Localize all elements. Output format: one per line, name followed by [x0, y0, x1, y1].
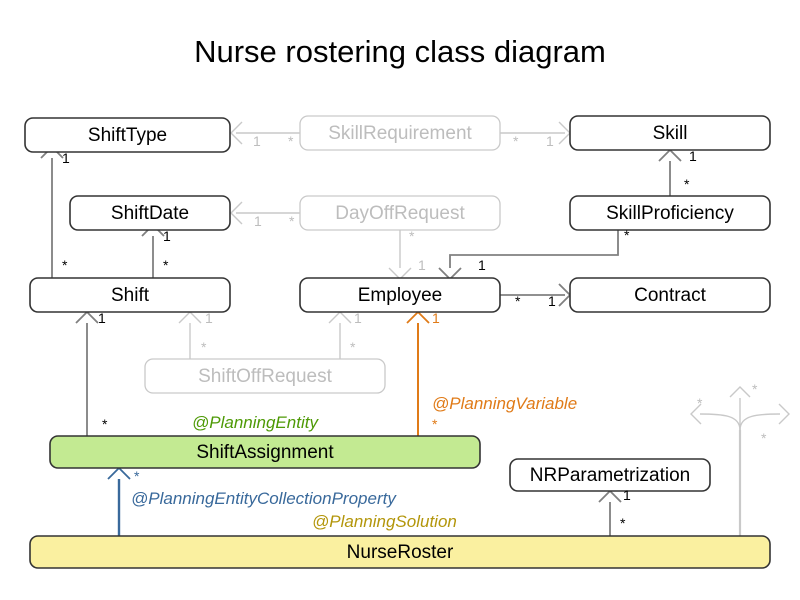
relation-line	[449, 230, 619, 268]
multiplicity-label: 1	[418, 257, 426, 273]
relation-arrowhead	[178, 311, 202, 324]
class-name-label: NurseRoster	[347, 542, 454, 563]
multiplicity-label: 1	[689, 148, 697, 164]
class-box-employee[interactable]: Employee	[299, 277, 501, 313]
multiplicity-label: *	[684, 176, 690, 192]
multiplicity-label: *	[289, 213, 295, 229]
page-title: Nurse rostering class diagram	[194, 34, 606, 69]
class-box-rect	[509, 458, 711, 492]
class-box-nurseroster[interactable]: NurseRoster	[29, 535, 771, 569]
annotations-layer: @PlanningEntity @PlanningVariable @Plannin…	[131, 394, 577, 531]
class-box-rect	[299, 277, 501, 313]
class-box-dayoffrequest[interactable]: DayOffRequest	[299, 195, 501, 231]
class-box-rect	[569, 115, 771, 151]
class-name-label: SkillProficiency	[606, 203, 734, 224]
relation-arrowhead	[328, 311, 352, 324]
multiplicity-label: 1	[254, 213, 262, 229]
relation-arrowhead	[598, 489, 622, 503]
multiplicity-label: *	[409, 228, 415, 244]
class-box-rect	[69, 195, 231, 231]
multiplicity-labels-layer: 1**11*1*1**11**1*11*1*1*1**1****	[62, 133, 767, 531]
class-name-label: Employee	[358, 285, 443, 306]
multiplicity-label: *	[62, 257, 68, 273]
class-box-rect	[569, 195, 771, 231]
multiplicity-label: *	[432, 416, 438, 432]
class-name-label: Shift	[111, 285, 150, 306]
multiplicity-label: *	[513, 133, 519, 149]
multiplicity-label: 1	[354, 310, 362, 326]
relation-arrowhead	[778, 403, 790, 425]
multiplicity-label: *	[620, 515, 626, 531]
class-name-label: ShiftDate	[111, 203, 189, 224]
class-box-rect	[29, 277, 231, 313]
class-box-shiftassignment[interactable]: ShiftAssignment	[49, 435, 481, 469]
class-box-shifttype[interactable]: ShiftType	[24, 117, 231, 153]
annotation-planning-solution: @PlanningSolution	[312, 512, 457, 531]
multiplicity-label: *	[134, 468, 140, 484]
multiplicity-label: 1	[478, 257, 486, 273]
multiplicity-label: 1	[253, 133, 261, 149]
relation-arrowhead	[729, 386, 751, 398]
relation-arrowhead	[230, 201, 243, 225]
multiplicity-label: 1	[205, 310, 213, 326]
class-name-label: NRParametrization	[530, 465, 691, 486]
class-box-skillproficiency[interactable]: SkillProficiency	[569, 195, 771, 231]
class-box-shiftdate[interactable]: ShiftDate	[69, 195, 231, 231]
class-name-label: ShiftType	[88, 125, 167, 146]
multiplicity-label: *	[752, 381, 758, 397]
multiplicity-label: 1	[98, 310, 106, 326]
multiplicity-label: *	[163, 257, 169, 273]
class-box-rect	[299, 115, 501, 151]
class-name-label: DayOffRequest	[335, 203, 465, 224]
annotation-planning-entity: @PlanningEntity	[192, 413, 319, 432]
class-box-rect	[49, 435, 481, 469]
class-box-skill[interactable]: Skill	[569, 115, 771, 151]
multiplicity-label: 1	[546, 133, 554, 149]
multiplicity-label: *	[624, 227, 630, 243]
multiplicity-label: *	[350, 339, 356, 355]
class-box-contract[interactable]: Contract	[569, 277, 771, 313]
class-name-label: Skill	[653, 123, 688, 144]
annotation-planning-variable: @PlanningVariable	[432, 394, 577, 413]
class-box-rect	[569, 277, 771, 313]
relation-arrowhead	[75, 310, 99, 324]
multiplicity-label: *	[761, 430, 767, 446]
multiplicity-label: 1	[548, 293, 556, 309]
multiplicity-label: 1	[163, 228, 171, 244]
relation-arrowhead	[690, 403, 702, 425]
multiplicity-label: *	[201, 339, 207, 355]
class-box-shift[interactable]: Shift	[29, 277, 231, 313]
multiplicity-label: *	[697, 395, 703, 411]
multiplicity-label: 1	[432, 310, 440, 326]
multiplicity-label: 1	[62, 150, 70, 166]
relation-line	[739, 413, 781, 431]
relation-arrowhead	[107, 466, 131, 480]
class-name-label: SkillRequirement	[328, 123, 472, 144]
class-name-label: ShiftAssignment	[196, 442, 334, 463]
relation-line	[699, 413, 741, 431]
relation-arrowhead	[230, 121, 243, 145]
class-box-rect	[29, 535, 771, 569]
class-box-rect	[24, 117, 231, 153]
multiplicity-label: *	[102, 416, 108, 432]
class-box-shiftoffrequest[interactable]: ShiftOffRequest	[144, 358, 386, 394]
annotation-planning-entity-collection: @PlanningEntityCollectionProperty	[131, 489, 397, 508]
class-box-skillrequirement[interactable]: SkillRequirement	[299, 115, 501, 151]
class-box-nrparametrization[interactable]: NRParametrization	[509, 458, 711, 492]
class-box-rect	[144, 358, 386, 394]
relation-arrowhead	[406, 310, 430, 324]
class-name-label: ShiftOffRequest	[198, 366, 333, 387]
multiplicity-label: *	[515, 293, 521, 309]
relation-arrowhead	[658, 148, 682, 162]
class-name-label: Contract	[634, 285, 707, 306]
multiplicity-label: 1	[623, 487, 631, 503]
class-box-rect	[299, 195, 501, 231]
multiplicity-label: *	[288, 133, 294, 149]
